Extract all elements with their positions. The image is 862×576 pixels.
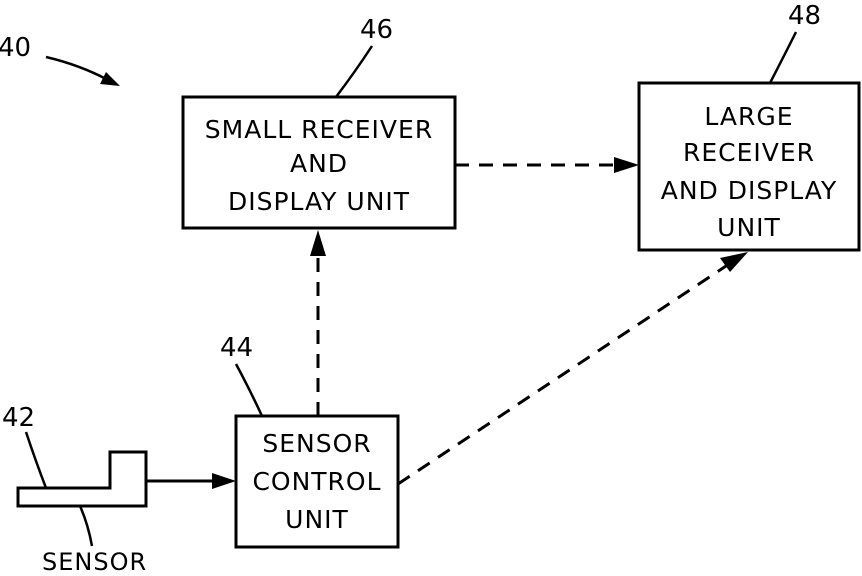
small-receiver-label-line-3: DISPLAY UNIT — [228, 187, 410, 216]
large-receiver-reference-number: 48 — [788, 1, 821, 31]
small-receiver-reference-number: 46 — [360, 15, 393, 45]
control-to-large-receiver-arrowhead — [720, 252, 748, 272]
large-receiver-label-line-3: AND DISPLAY — [661, 176, 838, 205]
small-receiver-reference-leader — [336, 46, 372, 97]
large-receiver-reference-leader — [770, 32, 796, 83]
sensor-to-control-arrowhead — [212, 473, 236, 489]
control-to-small-receiver-arrowhead — [310, 230, 326, 256]
sensor-reference-number: 42 — [2, 403, 35, 433]
sensor-shape — [18, 452, 146, 506]
small-receiver-label-line-1: SMALL RECEIVER — [205, 115, 433, 144]
small-receiver-label-line-2: AND — [290, 149, 348, 178]
sensor-control-label-line-1: SENSOR — [262, 429, 371, 458]
large-receiver-label-line-2: RECEIVER — [683, 138, 815, 167]
figure-reference-number: 40 — [0, 33, 31, 63]
sensor-control-label-line-3: UNIT — [285, 505, 349, 534]
figure-reference-leader — [46, 57, 108, 80]
control-to-large-receiver-line — [398, 266, 726, 484]
sensor-control-reference-number: 44 — [220, 333, 253, 363]
sensor-label: SENSOR — [42, 548, 147, 576]
large-receiver-label-line-1: LARGE — [704, 102, 793, 131]
large-receiver-label-line-4: UNIT — [717, 213, 781, 242]
small-to-large-receiver-arrowhead — [614, 157, 639, 173]
sensor-control-label-line-2: CONTROL — [252, 467, 381, 496]
sensor-reference-leader — [26, 432, 46, 488]
sensor-label-leader — [80, 506, 92, 546]
figure-reference-arrowhead — [100, 72, 120, 86]
sensor-control-reference-leader — [236, 364, 262, 416]
